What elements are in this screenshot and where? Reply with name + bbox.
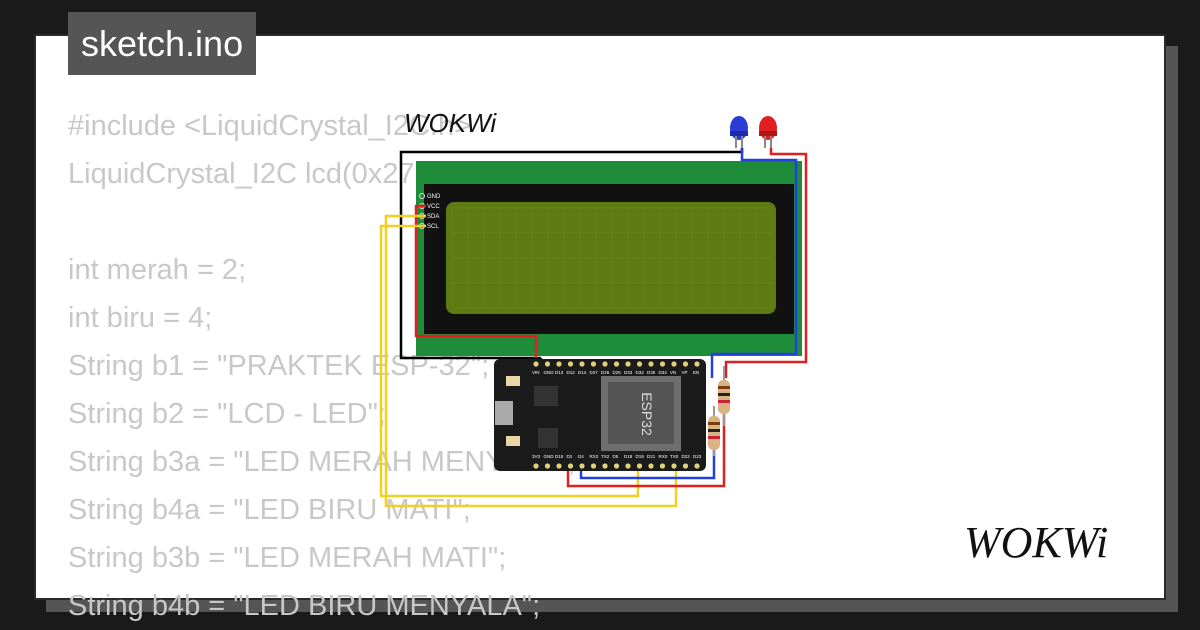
esp32-pin-label: D32 — [636, 370, 645, 375]
wokwi-logo: WOKWi — [964, 513, 1144, 578]
project-card[interactable]: #include <LiquidCrystal_I2C.h>LiquidCrys… — [34, 34, 1166, 622]
esp32-pin-top — [636, 361, 643, 367]
lcd-pin — [419, 193, 425, 199]
led-blue — [730, 116, 748, 148]
esp32-pin-label: D23 — [693, 454, 702, 459]
esp32-label: ESP32 — [639, 392, 655, 436]
code-line: String b3a = "LED MERAH MENYALA"; — [68, 446, 576, 478]
esp32-pin-label: D27 — [590, 370, 599, 375]
esp32-pin-label: D35 — [647, 370, 656, 375]
esp32-pin-label: D4 — [578, 454, 584, 459]
code-line: #include <LiquidCrystal_I2C.h> — [68, 110, 472, 142]
esp32-pin-bottom — [544, 463, 551, 469]
code-line: String b3b = "LED MERAH MATI"; — [68, 542, 507, 574]
led-red — [759, 116, 777, 148]
esp32-pin-label: D34 — [659, 370, 668, 375]
esp32-pin-top — [659, 361, 666, 367]
lcd-grid — [451, 207, 773, 309]
esp32-pin-top — [602, 361, 608, 367]
esp32-pin-label: GND — [544, 454, 555, 459]
esp32-pin-bottom — [579, 463, 585, 469]
code-line: int biru = 4; — [68, 302, 213, 334]
esp32-pin-bottom — [567, 463, 574, 469]
esp32-pin-top — [590, 361, 597, 367]
esp32-pin-bottom — [682, 463, 689, 469]
button-en — [506, 436, 520, 446]
esp32-pin-label: TX2 — [601, 454, 610, 459]
esp32-pin-label: D21 — [647, 454, 656, 459]
esp32-pin-bottom — [671, 463, 677, 469]
lcd-pin-label: GND — [427, 194, 441, 200]
esp32-pin-label: VIN — [532, 370, 540, 375]
esp32-pin-label: D25 — [613, 370, 622, 375]
esp32-pin-label: TX0 — [670, 454, 679, 459]
esp32-pin-bottom — [636, 463, 643, 469]
esp32-pin-bottom — [590, 463, 597, 469]
esp32-pin-bottom — [556, 463, 562, 469]
esp32-pin-label: D13 — [555, 370, 564, 375]
esp32-pin-bottom — [533, 463, 539, 469]
code-line: String b4a = "LED BIRU MATI"; — [68, 494, 471, 526]
esp32-pin-top — [556, 361, 562, 367]
wokwi-logo-text: WOKWi — [964, 518, 1108, 567]
file-tab[interactable]: sketch.ino — [68, 12, 257, 75]
code-line: String b2 = "LCD - LED"; — [68, 398, 386, 430]
esp32-pin-top — [648, 361, 654, 367]
esp32-pin-top — [533, 361, 539, 367]
esp32-pin-label: 3V3 — [532, 454, 541, 459]
esp32-pin-label: D5 — [613, 454, 619, 459]
resistor-2 — [708, 406, 720, 456]
lcd-pin-label: VCC — [427, 204, 440, 210]
esp32-pin-top — [682, 361, 689, 367]
esp32-pin-label: VN — [670, 370, 676, 375]
esp32-pin-label: RX2 — [590, 454, 599, 459]
esp32-pin-top — [567, 361, 574, 367]
esp32-pin-label: D12 — [567, 370, 576, 375]
esp32-pin-label: D33 — [624, 370, 633, 375]
code-line: int merah = 2; — [68, 254, 247, 286]
esp32-pin-top — [579, 361, 585, 367]
esp32-pin-label: EN — [693, 370, 699, 375]
esp32-pin-label: VP — [682, 370, 688, 375]
usb-port — [495, 401, 513, 425]
lcd-module: WOKWi GND VCC SDA SCL — [404, 108, 802, 356]
esp32-pin-top — [544, 361, 551, 367]
esp32-pin-bottom — [694, 463, 700, 469]
lcd-pin-label: SCL — [427, 224, 439, 230]
diagram-watermark: WOKWi — [404, 108, 497, 138]
code-line: String b1 = "PRAKTEK ESP-32"; — [68, 350, 490, 382]
circuit-diagram: WOKWi GND VCC SDA SCL — [379, 108, 808, 508]
esp32-pin-label: D2 — [567, 454, 573, 459]
esp32-pin-label: D18 — [624, 454, 633, 459]
esp32-pin-bottom — [648, 463, 654, 469]
esp32-pin-label: GND — [544, 370, 555, 375]
esp32-pin-label: D19 — [636, 454, 645, 459]
esp32-pin-label: D15 — [555, 454, 564, 459]
esp32-pin-top — [694, 361, 700, 367]
esp32-pin-label: RX0 — [659, 454, 668, 459]
esp32-pin-label: D14 — [578, 370, 587, 375]
button-boot — [506, 376, 520, 386]
esp32-pin-top — [613, 361, 620, 367]
code-line: String b4b = "LED BIRU MENYALA"; — [68, 590, 541, 622]
code-preview: #include <LiquidCrystal_I2C.h>LiquidCrys… — [68, 102, 576, 630]
esp32-pin-bottom — [659, 463, 666, 469]
esp32-pin-top — [671, 361, 677, 367]
esp32-pin-bottom — [613, 463, 620, 469]
lcd-pin-label: SDA — [427, 214, 439, 220]
esp32-pin-top — [625, 361, 631, 367]
esp32-pin-label: D26 — [601, 370, 610, 375]
esp32-pin-bottom — [625, 463, 631, 469]
esp32-pin-label: D22 — [682, 454, 691, 459]
esp32-pin-bottom — [602, 463, 608, 469]
resistor-1 — [718, 366, 730, 426]
